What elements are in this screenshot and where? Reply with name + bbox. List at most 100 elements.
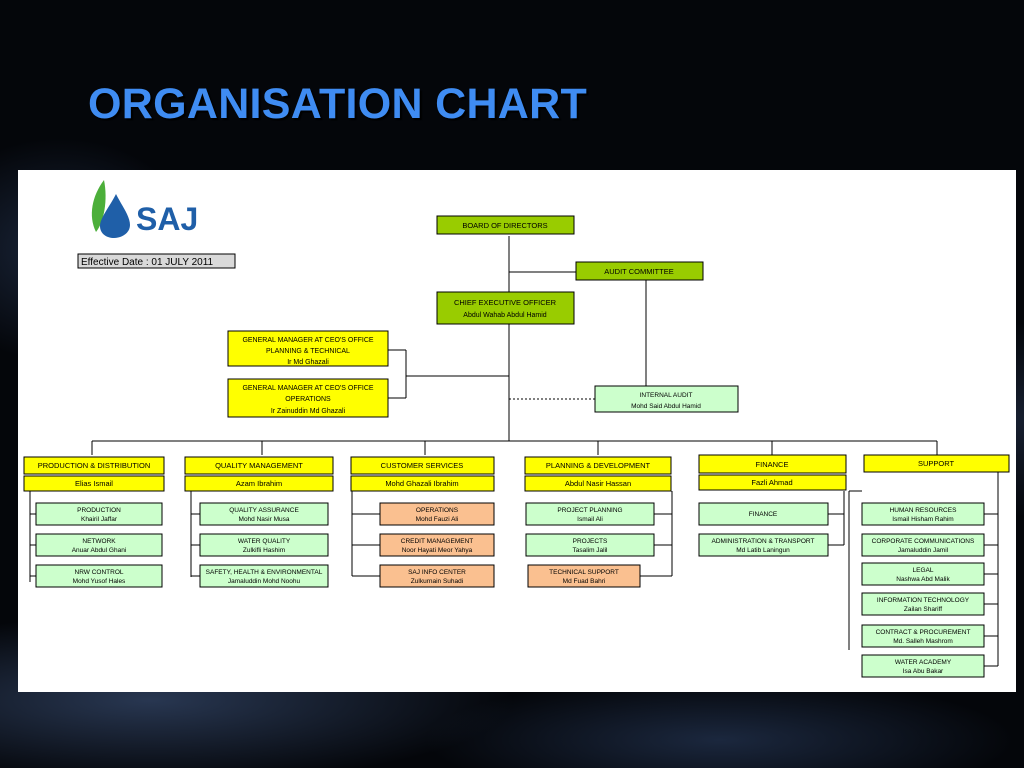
gm-planning-line2: PLANNING & TECHNICAL — [266, 348, 350, 355]
dept-customer-head: Mohd Ghazali Ibrahim — [385, 479, 458, 488]
ceo-box — [436, 291, 575, 325]
dept-quality-title: QUALITY MANAGEMENT — [215, 461, 303, 470]
unit-safety-title: SAFETY, HEALTH & ENVIRONMENTAL — [206, 569, 323, 576]
dept-finance-head: Fazli Ahmad — [751, 478, 792, 487]
unit-network-name: Anuar Abdul Ghani — [72, 547, 127, 554]
unit-projects-name: Tasalim Jalil — [572, 547, 608, 554]
unit-corp-comm-title: CORPORATE COMMUNICATIONS — [872, 538, 975, 545]
dept-planning-head: Abdul Nasir Hassan — [565, 479, 631, 488]
gm-operations-line1: GENERAL MANAGER AT CEO'S OFFICE — [242, 385, 373, 392]
gm-operations-box — [227, 378, 389, 418]
dept-customer-title: CUSTOMER SERVICES — [381, 461, 464, 470]
unit-quality-assurance-title: QUALITY ASSURANCE — [229, 507, 299, 514]
board-box — [436, 215, 575, 235]
gm-operations-line3: Ir Zainuddin Md Ghazali — [271, 408, 346, 415]
unit-safety-name: Jamaluddin Mohd Noohu — [228, 578, 301, 585]
unit-it-name: Zailan Shariff — [904, 606, 942, 613]
unit-hr-title: HUMAN RESOURCES — [890, 507, 957, 514]
dept-customer-head-box — [350, 475, 495, 492]
dept-support-box — [863, 454, 1010, 473]
unit-info-center-box — [379, 564, 495, 588]
unit-technical-support-box — [527, 564, 641, 588]
unit-credit-box — [379, 533, 495, 557]
unit-contract-title: CONTRACT & PROCUREMENT — [876, 629, 971, 636]
unit-technical-support-name: Md Fuad Bahri — [563, 578, 606, 585]
dept-customer-box — [350, 456, 495, 475]
connector-lines — [29, 236, 999, 667]
dept-finance-box — [698, 454, 847, 474]
internal-audit-name: Mohd Said Abdul Hamid — [631, 403, 701, 410]
dept-quality-head-box — [184, 475, 334, 492]
unit-credit-title: CREDIT MANAGEMENT — [401, 538, 473, 545]
unit-finance-box — [698, 502, 829, 526]
unit-legal-box — [861, 562, 985, 586]
saj-logo: SAJ — [91, 180, 198, 238]
effective-date: Effective Date : 01 JULY 2011 — [81, 257, 214, 268]
unit-nrw-name: Mohd Yusof Hales — [73, 578, 126, 585]
gm-planning-line3: Ir Md Ghazali — [287, 359, 329, 366]
internal-audit-title: INTERNAL AUDIT — [640, 392, 693, 399]
unit-admin-transport-title: ADMINISTRATION & TRANSPORT — [712, 538, 815, 545]
dept-production-title: PRODUCTION & DISTRIBUTION — [38, 461, 151, 470]
logo-text: SAJ — [136, 201, 198, 237]
unit-operations-box — [379, 502, 495, 526]
unit-quality-assurance-name: Mohd Nasir Musa — [239, 516, 290, 523]
unit-nrw-box — [35, 564, 163, 588]
dept-finance-title: FINANCE — [756, 460, 789, 469]
unit-hr-box — [861, 502, 985, 526]
board-of-directors: BOARD OF DIRECTORS — [462, 221, 547, 230]
ceo-title: CHIEF EXECUTIVE OFFICER — [454, 298, 557, 307]
audit-committee: AUDIT COMMITTEE — [604, 267, 673, 276]
dept-quality-head: Azam Ibrahim — [236, 479, 282, 488]
unit-technical-support-title: TECHNICAL SUPPORT — [549, 569, 619, 576]
effective-date-box — [77, 253, 236, 269]
unit-production-title: PRODUCTION — [77, 507, 121, 514]
unit-operations-name: Mohd Fauzi Ali — [416, 516, 459, 523]
unit-water-quality-title: WATER QUALITY — [238, 538, 291, 545]
logo-water-drop-icon — [100, 194, 130, 238]
unit-production-name: Khairil Jaffar — [81, 516, 118, 523]
unit-nrw-title: NRW CONTROL — [75, 569, 124, 576]
unit-project-planning-box — [525, 502, 655, 526]
dept-support-title: SUPPORT — [918, 459, 955, 468]
unit-legal-name: Nashwa Abd Malik — [896, 576, 950, 583]
internal-audit-box — [594, 385, 739, 413]
unit-water-academy-box — [861, 654, 985, 678]
unit-info-center-title: SAJ INFO CENTER — [408, 569, 466, 576]
dept-production-box — [23, 456, 165, 475]
unit-water-academy-title: WATER ACADEMY — [895, 659, 952, 666]
unit-finance-title: FINANCE — [749, 511, 778, 518]
dept-production-head-box — [23, 475, 165, 492]
dept-planning-box — [524, 456, 672, 475]
org-chart-panel: SAJ Effective Date : 01 JULY 2011 BOARD … — [18, 170, 1016, 692]
dept-production-head: Elias Ismail — [75, 479, 113, 488]
unit-contract-name: Md. Salleh Mashrom — [893, 638, 953, 645]
gm-planning-line1: GENERAL MANAGER AT CEO'S OFFICE — [242, 337, 373, 344]
slide-title: ORGANISATION CHART — [88, 80, 588, 128]
unit-hr-name: Ismail Hisham Rahim — [892, 516, 953, 523]
unit-it-box — [861, 592, 985, 616]
unit-projects-title: PROJECTS — [573, 538, 608, 545]
unit-project-planning-title: PROJECT PLANNING — [557, 507, 622, 514]
unit-quality-assurance-box — [199, 502, 329, 526]
unit-projects-box — [525, 533, 655, 557]
unit-water-academy-name: Isa Abu Bakar — [903, 668, 944, 675]
unit-production-box — [35, 502, 163, 526]
dept-planning-head-box — [524, 475, 672, 492]
unit-admin-transport-name: Md Latib Laningun — [736, 547, 790, 554]
unit-credit-name: Noor Hayati Meor Yahya — [402, 547, 473, 554]
unit-network-title: NETWORK — [82, 538, 116, 545]
unit-corp-comm-name: Jamaluddin Jamil — [898, 547, 949, 554]
unit-contract-box — [861, 624, 985, 648]
dept-planning-title: PLANNING & DEVELOPMENT — [546, 461, 651, 470]
audit-committee-box — [575, 261, 704, 281]
unit-water-quality-name: Zulkifli Hashim — [243, 547, 285, 554]
unit-water-quality-box — [199, 533, 329, 557]
gm-operations-line2: OPERATIONS — [285, 396, 331, 403]
unit-legal-title: LEGAL — [913, 567, 934, 574]
unit-info-center-name: Zulkurnain Suhadi — [411, 578, 463, 585]
unit-operations-title: OPERATIONS — [416, 507, 459, 514]
unit-project-planning-name: Ismail Ali — [577, 516, 603, 523]
ceo-name: Abdul Wahab Abdul Hamid — [463, 312, 547, 319]
dept-quality-box — [184, 456, 334, 475]
